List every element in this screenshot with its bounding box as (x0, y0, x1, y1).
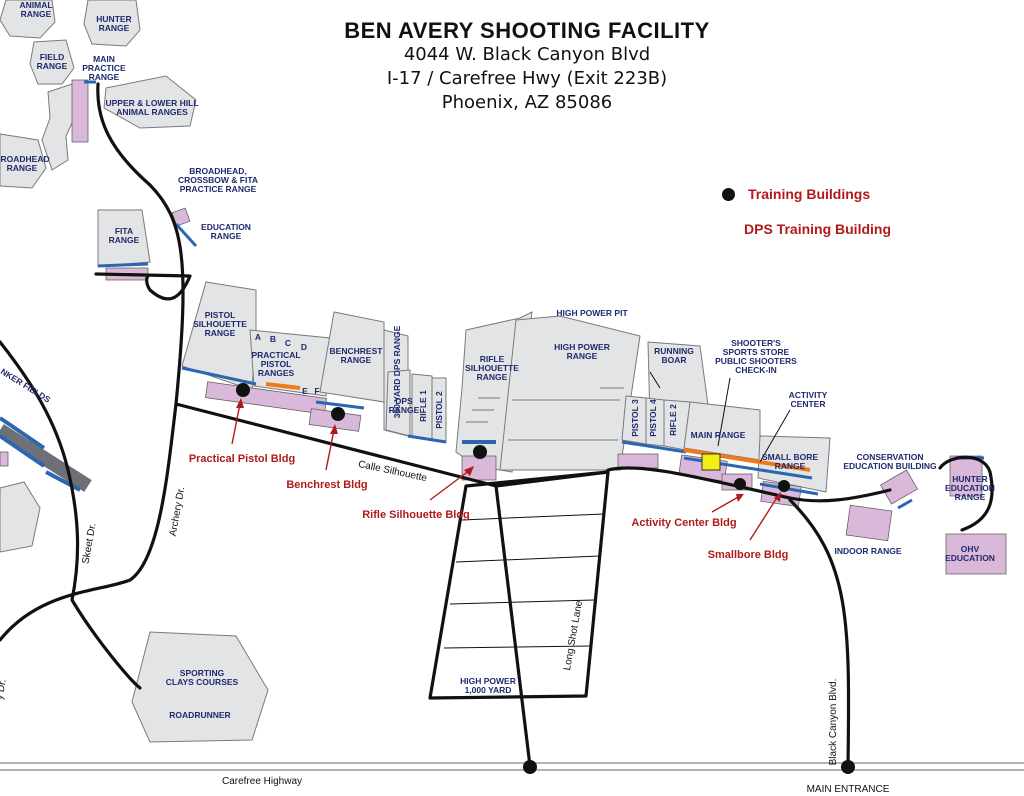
ohv-education-shape (945, 533, 1007, 575)
ranges-main-range-label: MAIN RANGE (691, 430, 746, 440)
roads-long-shot-lane-label: Long Shot Lane (562, 599, 585, 671)
sporting-clays-area (131, 631, 269, 743)
ranges-rifle2-label: RIFLE 2 (668, 404, 678, 436)
ranges-hunker-fields-label: NKER FIELDS (0, 366, 53, 405)
pistol-bay-shelter (617, 453, 659, 469)
field-range-area (29, 39, 75, 85)
city-line: Phoenix, AZ 85086 (441, 92, 613, 113)
address-line: 4044 W. Black Canyon Blvd (403, 44, 651, 65)
ranges-bay-c-label: C (285, 338, 291, 348)
ranges-yard300-dps-label: 300 YARD DPS RANGE (392, 325, 402, 418)
ranges-pistol4-label: PISTOL 4 (648, 399, 658, 437)
roads-black-canyon-blvd-label: Black Canyon Blvd. (828, 679, 839, 766)
highway-line: I-17 / Carefree Hwy (Exit 223B) (386, 68, 668, 89)
ranges-high-power-pit-label: HIGH POWER PIT (556, 308, 628, 318)
ranges-pistol2-label: PISTOL 2 (434, 391, 444, 429)
west-ellipse-area (0, 481, 41, 553)
upper-loop-road (94, 272, 192, 301)
ranges-bay-b-label: B (270, 334, 276, 344)
ranges-bay-a-label: A (255, 332, 261, 342)
buildings-benchrest-bldg-label: Benchrest Bldg (286, 479, 367, 491)
page-title: BEN AVERY SHOOTING FACILITY (344, 18, 710, 43)
conservation-building-shape (880, 469, 918, 505)
ranges-broadhead-label: BROADHEADRANGE (0, 154, 50, 173)
practical-pistol-building-shape (205, 381, 327, 415)
hill-range-area (103, 75, 197, 129)
main-north-road (96, 82, 185, 406)
buildings-smallbore-bldg-label: Smallbore Bldg (708, 549, 789, 561)
ranges-roadrunner-label: ROADRUNNER (169, 710, 230, 720)
legend-training-buildings: Training Buildings (748, 186, 871, 202)
roads-carefree-highway-label: Carefree Highway (222, 776, 302, 787)
high-power-1000-outline (428, 470, 610, 700)
ranges-pistol3-label: PISTOL 3 (630, 399, 640, 437)
black-canyon-road (788, 498, 851, 768)
legend-dot-icon (722, 188, 735, 201)
legend-dps-training-building: DPS Training Building (744, 221, 891, 237)
rifle-silhouette-shelter (461, 455, 497, 481)
ranges-bay-d-label: D (301, 342, 307, 352)
main-practice-shelter (71, 79, 89, 143)
practical-pistol-area (249, 329, 331, 397)
ranges-rifle1-label: RIFLE 1 (418, 390, 428, 422)
broadhead-area (0, 133, 47, 189)
hunter-education-shelter (949, 455, 983, 497)
buildings-activity-center-bldg-label: Activity Center Bldg (631, 517, 736, 529)
skeet-dr-road (0, 340, 142, 690)
west-shelter (0, 451, 9, 467)
roads-skeet-dr-label: Skeet Dr. (81, 522, 99, 564)
long-shot-lane-road (494, 484, 532, 768)
hunter-loop-road (938, 455, 994, 532)
roads-partial-dr-label: y Dr. (0, 678, 9, 700)
roads-main-entrance-label: MAIN ENTRANCE (807, 784, 890, 795)
animal-range-area (0, 0, 56, 39)
roads-archery-dr-label: Archery Dr. (168, 486, 188, 537)
indoor-range-shape (845, 504, 893, 542)
fita-area (97, 209, 151, 267)
ranges-bay-e-label: E (302, 386, 308, 396)
ranges-indoor-label: INDOOR RANGE (834, 546, 901, 556)
buildings-practical-pistol-bldg-label: Practical Pistol Bldg (189, 453, 295, 465)
ranges-bay-f-label: F (314, 386, 319, 396)
high-power-area (499, 315, 641, 471)
shooters-store-marker (701, 453, 721, 471)
buildings-rifle-silhouette-bldg-label: Rifle Silhouette Bldg (362, 509, 470, 521)
hunter-range-area (83, 0, 141, 47)
archery-dr-road (0, 402, 178, 642)
roads-calle-silhouette-label: Calle Silhouette (357, 459, 428, 484)
